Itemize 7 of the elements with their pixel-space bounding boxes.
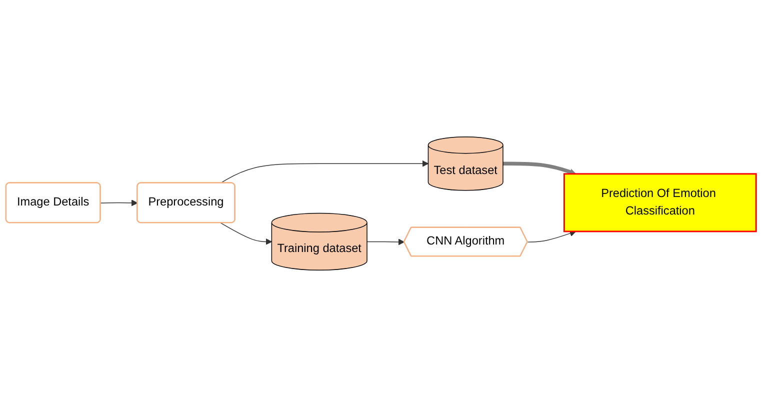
arrow [527, 230, 576, 242]
arrow [220, 160, 429, 184]
arrow [502, 162, 576, 176]
arrow [220, 222, 272, 245]
arrow [100, 200, 138, 206]
arrow [366, 238, 405, 246]
node-box: Prediction Of Emotion Classification [563, 173, 757, 232]
